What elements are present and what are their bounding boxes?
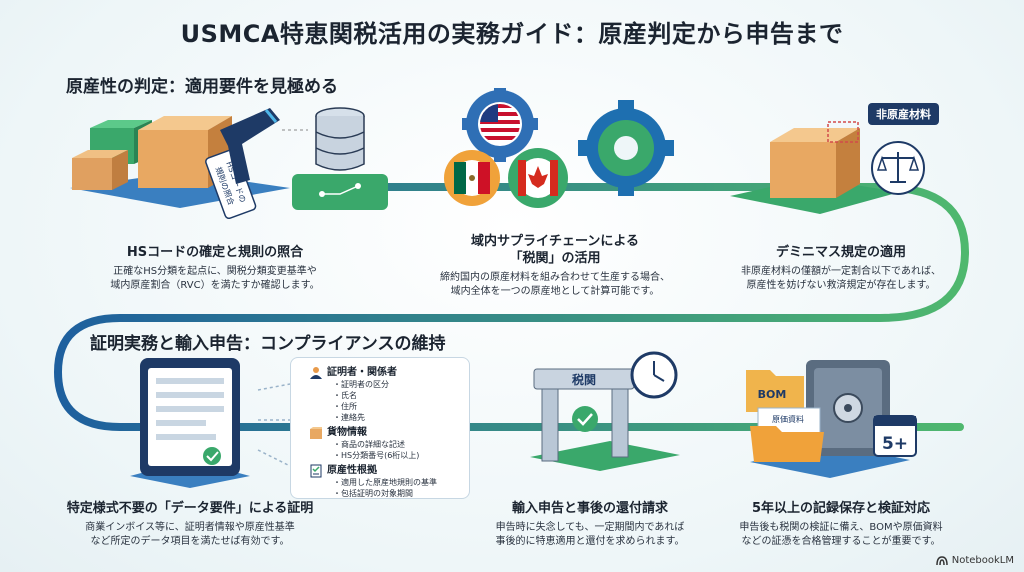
small-box-icon (72, 150, 128, 190)
step-2-heading: 域内サプライチェーンによる 「税関」の活用 (420, 233, 690, 267)
card-item: ・証明者の区分 (333, 380, 389, 389)
card-item-text: 住所 (341, 402, 357, 411)
step-1-body-line-2: 域内原産割合（RVC）を満たすか確認します。 (110, 280, 320, 291)
step-3-body-line-1: 非原産材料の僅額が一定割合以下であれば、 (741, 266, 941, 277)
hs-code-illustration: HSコードの 規則の照合 (70, 107, 388, 220)
card-item: ・住所 (333, 402, 357, 411)
database-icon (315, 107, 365, 171)
card-group-origin: 原産性根拠 ・適用した原産地規則の基準 ・包括証明の対象期間 (309, 464, 437, 499)
card-item: ・氏名 (333, 391, 357, 400)
customs-gate-illustration: 税関 (530, 351, 680, 471)
step-5-body-line-1: 申告時に失念しても、一定期間内であれば (495, 522, 685, 533)
step-4-body-line-2: など所定のデータ項目を満たせば有効です。 (90, 536, 290, 547)
step-6-heading: 5年以上の記録保存と検証対応 (751, 501, 931, 516)
card-group-goods-heading: 貨物情報 (327, 427, 367, 438)
step-5-heading: 輸入申告と事後の還付請求 (511, 501, 668, 516)
large-gear-icon (578, 100, 674, 196)
section-origin-heading: 原産性の判定：適用要件を見極める (66, 77, 338, 97)
step-5-body-line-2: 事後的に特恵適用と還付を求められます。 (495, 536, 685, 547)
card-connector (257, 383, 291, 467)
person-icon (310, 367, 322, 379)
step-1-heading: HSコードの確定と規則の照合 (126, 245, 304, 260)
card-item-text: 証明者の区分 (341, 380, 389, 389)
step-1-caption: HSコードの確定と規則の照合 正確なHS分類を起点に、関税分類変更基準や 域内原… (90, 244, 340, 293)
step-2-body-line-2: 域内全体を一つの原産地として計算可能です。 (450, 286, 660, 297)
calendar-badge-text: 5+ (882, 434, 908, 454)
gate-platform (530, 441, 680, 471)
step-3-body: 非原産材料の僅額が一定割合以下であれば、 原産性を妨げない救済規定が存在します。 (716, 265, 966, 293)
step-2-caption: 域内サプライチェーンによる 「税関」の活用 締約国内の原産材料を組み合わせて生産… (420, 233, 690, 299)
bom-folder-label: BOM (758, 388, 787, 401)
step-4-heading: 特定様式不要の「データ要件」による証明 (66, 501, 314, 516)
step-4-caption: 特定様式不要の「データ要件」による証明 商業インボイス等に、証明者情報や原産性基… (50, 500, 330, 549)
bom-folder-icon: BOM (746, 370, 804, 412)
card-item-text: 商品の詳細な記述 (341, 440, 405, 449)
step-6-body-line-2: などの証憑を合格管理することが重要です。 (741, 536, 941, 547)
card-item-text: 氏名 (341, 391, 357, 400)
card-item: ・包括証明の対象期間 (333, 489, 413, 498)
us-flag-gear-icon (462, 88, 538, 162)
step-3-body-line-2: 原産性を妨げない救済規定が存在します。 (746, 280, 936, 291)
card-item-text: 連絡先 (341, 413, 365, 422)
safe-icon (806, 360, 890, 456)
step-3-heading: デミニマス規定の適用 (775, 245, 906, 260)
flow-line (53, 183, 970, 431)
clock-icon (630, 351, 678, 399)
card-group-origin-heading: 原産性根拠 (327, 465, 377, 476)
card-item-text: 包括証明の対象期間 (341, 489, 413, 498)
card-item: ・適用した原産地規則の基準 (333, 478, 437, 487)
step-6-caption: 5年以上の記録保存と検証対応 申告後も税関の検証に備え、BOMや原価資料 などの… (716, 500, 966, 549)
step-2-heading-line-1: 域内サプライチェーンによる (471, 234, 639, 249)
card-group-certifier: 証明者・関係者 ・証明者の区分 ・氏名 ・住所 ・連絡先 (309, 366, 397, 423)
step-3-caption: デミニマス規定の適用 非原産材料の僅額が一定割合以下であれば、 原産性を妨げない… (716, 244, 966, 293)
cost-docs-label: 原価資料 (772, 414, 804, 424)
step-2-heading-line-2: 「税関」の活用 (509, 251, 601, 266)
step-2-body-line-1: 締約国内の原産材料を組み合わせて生産する場合、 (440, 272, 670, 283)
non-origin-box-icon (770, 121, 860, 198)
step-4-body-line-1: 商業インボイス等に、証明者情報や原産性基準 (85, 522, 295, 533)
card-item-text: HS分類番号(6桁以上) (341, 451, 420, 460)
card-group-certifier-heading: 証明者・関係者 (327, 367, 397, 378)
de-minimis-illustration (730, 121, 925, 214)
tablet-document-icon (140, 358, 240, 476)
step-6-body-line-1: 申告後も税関の検証に備え、BOMや原価資料 (739, 522, 943, 533)
cardboard-box-icon (138, 116, 232, 188)
step-4-body: 商業インボイス等に、証明者情報や原産性基準 など所定のデータ項目を満たせば有効で… (50, 521, 330, 549)
step-2-body: 締約国内の原産材料を組み合わせて生産する場合、 域内全体を一つの原産地として計算… (420, 271, 690, 299)
non-origin-material-label: 非原産材料 (868, 103, 939, 125)
step-5-body: 申告時に失念しても、一定期間内であれば 事後的に特恵適用と還付を求められます。 (470, 521, 710, 549)
mexico-flag-gear-icon (444, 150, 500, 206)
card-item: ・連絡先 (333, 413, 365, 422)
data-requirements-card: 証明者・関係者 ・証明者の区分 ・氏名 ・住所 ・連絡先 貨物情報 ・商品の詳細… (290, 357, 470, 499)
gate-sign-text: 税関 (572, 372, 596, 387)
checklist-icon (310, 464, 322, 478)
barcode-scanner-icon (220, 108, 280, 184)
tablet-illustration (130, 358, 250, 488)
cost-docs-folder-icon: 原価資料 (750, 407, 824, 462)
step-6-body: 申告後も税関の検証に備え、BOMや原価資料 などの証憑を合格管理することが重要で… (716, 521, 966, 549)
step-1-body: 正確なHS分類を起点に、関税分類変更基準や 域内原産割合（RVC）を満たすか確認… (90, 265, 340, 293)
brand-name: NotebookLM (951, 555, 1014, 566)
scale-icon (871, 141, 925, 195)
card-item-text: 適用した原産地規則の基準 (341, 478, 437, 487)
database-platform (292, 174, 388, 210)
card-item: ・HS分類番号(6桁以上) (333, 451, 420, 460)
records-illustration: BOM 原価資料 5+ (746, 360, 917, 478)
calendar-icon: 5+ (873, 415, 917, 457)
customs-gate-icon: 税関 (533, 368, 635, 462)
gears-illustration (444, 88, 674, 208)
step-5-caption: 輸入申告と事後の還付請求 申告時に失念しても、一定期間内であれば 事後的に特恵適… (470, 500, 710, 549)
page-title: USMCA特恵関税活用の実務ガイド：原産判定から申告まで (180, 20, 844, 48)
canada-flag-gear-icon (508, 148, 568, 208)
card-item: ・商品の詳細な記述 (333, 440, 405, 449)
section-compliance-heading: 証明実務と輸入申告：コンプライアンスの維持 (90, 334, 446, 354)
step-1-body-line-1: 正確なHS分類を起点に、関税分類変更基準や (113, 266, 317, 277)
box-icon (310, 427, 322, 439)
brand-watermark: NotebookLM (936, 555, 1014, 566)
notebooklm-logo-icon (936, 555, 948, 565)
card-group-goods: 貨物情報 ・商品の詳細な記述 ・HS分類番号(6桁以上) (309, 426, 419, 461)
